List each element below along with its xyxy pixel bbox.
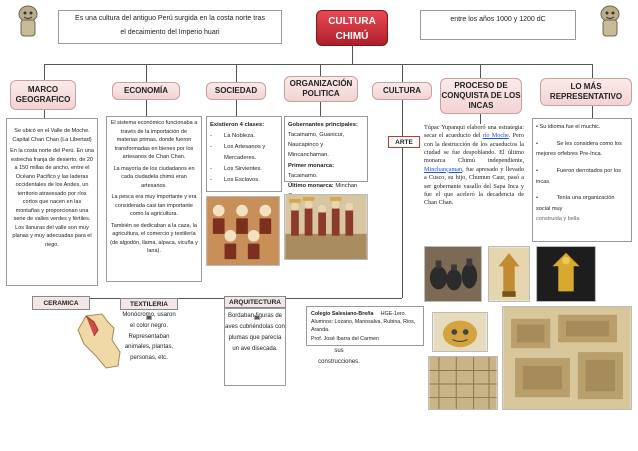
arquitectura-label: ARQUITECTURA	[224, 296, 286, 308]
proceso-conquista-box: Túpac Yupanqui elaboró una estrategia: s…	[424, 124, 524, 242]
textileria-swatch	[146, 315, 152, 320]
proceso-text-2: . Pero con la destrucción de los acueduc…	[424, 132, 525, 165]
representativo-box: • Su idioma fue el muchic. • Se les cons…	[532, 118, 632, 242]
representativo-item: • Tenía una organización social muy	[536, 195, 615, 212]
intro-box: Es una cultura del antiguo Perú surgida …	[58, 10, 282, 44]
textileria-label: TEXTILERIA	[120, 298, 178, 310]
header-marco-geografico: MARCO GEOGRAFICO	[10, 80, 76, 110]
sociedad-class-item: -Los Sirvientes.	[210, 166, 263, 172]
sociedad-class-item: -Los Esclavos.	[210, 177, 260, 183]
economia-box: El sistema económico funcionaba a través…	[106, 116, 202, 282]
economia-p4: También se dedicaban a la caza, la agric…	[110, 222, 198, 255]
header-sociedad: SOCIEDAD	[206, 82, 266, 100]
credits-school: Colegio Salesiano-Breña	[311, 311, 374, 317]
sociedad-class-item: -La Nobleza.	[210, 133, 255, 139]
link-rio-moche[interactable]: río Moche	[482, 132, 509, 140]
title-line2: CHIMÚ	[335, 31, 369, 42]
header-organizacion-politica: ORGANIZACIÓN POLITICA	[284, 76, 358, 102]
chimu-figure-icon	[18, 5, 38, 37]
header-lo-mas-representativo: LO MÁS REPRESENTATIVO	[540, 78, 632, 106]
ceramica-label: CERAMICA	[32, 296, 90, 310]
construcciones-box: sus construcciones.	[308, 346, 370, 382]
economia-p1: El sistema económico funcionaba a través…	[110, 120, 198, 161]
sociedad-intro: Existieron 4 clases:	[210, 122, 265, 128]
date-text: entre los años 1000 y 1200 dC	[450, 16, 546, 23]
chimu-mask-icon	[432, 312, 488, 352]
header-economia: ECONOMÍA	[112, 82, 180, 100]
arte-label: ARTE	[388, 136, 420, 148]
sociedad-box: Existieron 4 clases: -La Nobleza. -Los A…	[206, 116, 282, 192]
economia-p3: La pesca era muy importante y era consid…	[111, 194, 197, 218]
primer-monarca-label: Primer monarca:	[288, 162, 335, 169]
title-line1: CULTURA	[328, 16, 376, 27]
representativo-item: • Se les considera como los mejores orfe…	[536, 140, 622, 158]
organizacion-box: Gobernantes principales: Tacainamo, Guan…	[284, 116, 368, 199]
header-proceso-conquista: PROCESO DE CONQUISTA DE LOS INCAS	[440, 78, 522, 114]
date-box: entre los años 1000 y 1200 dC	[420, 10, 576, 40]
chimu-textile-image	[206, 196, 280, 266]
arquitectura-swatch	[254, 315, 260, 320]
chan-chan-ruins-image	[502, 306, 632, 410]
economia-p2: La mayoría de los ciudadanos en cada ciu…	[113, 165, 195, 189]
credits-teacher: Prof. José Ibarra del Carmen	[311, 335, 380, 342]
marco-p2: En la costa norte del Perú. En una estre…	[10, 148, 94, 248]
credits-grade: HGE-1ero.	[380, 311, 407, 317]
marco-geografico-box: Se ubicó en el Valle de Moche. Capital C…	[6, 118, 98, 286]
chimu-people-image	[284, 194, 368, 260]
representativo-item: • Fueron derrotados por los incas.	[536, 167, 621, 185]
chimu-tumi-image	[488, 246, 530, 302]
proceso-text-3: , fue apresado y llevado a Cusco, su hij…	[424, 165, 524, 207]
marco-p1: Se ubicó en el Valle de Moche. Capital C…	[12, 128, 92, 143]
credits-students: Alumnos: Lozano, Manosalva, Rubina, Rios…	[311, 319, 416, 334]
header-cultura: CULTURA	[372, 82, 432, 100]
intro-line2: el decaimiento del Imperio huari	[120, 29, 220, 37]
primer-monarca: Tacainamo.	[288, 172, 318, 179]
peru-map-icon	[77, 313, 121, 369]
organizacion-rulers: Tacainamo, Guanicur, Naucapinco y Mincan…	[288, 132, 345, 159]
chimu-figure-icon	[600, 5, 620, 37]
proceso-text-1: Túpac Yupanqui elaboró una estrategia: s…	[424, 124, 524, 140]
chimu-chan-chan-image	[536, 246, 596, 302]
chimu-ceramic-image	[424, 246, 482, 302]
title-box: CULTURA CHIMÚ	[316, 10, 388, 46]
partial-text-construcciones: construcciones.	[318, 358, 360, 365]
organizacion-label: Gobernantes principales:	[288, 122, 358, 128]
representativo-item: • Su idioma fue el muchic.	[536, 124, 601, 130]
credits-box: Colegio Salesiano-Breña HGE-1ero. Alumno…	[306, 306, 424, 346]
sociedad-class-item: -Los Artesanos y Mercaderes.	[210, 144, 266, 161]
ultimo-monarca-label: Último monarca:	[288, 182, 334, 189]
partial-text-sus: sus	[334, 348, 344, 354]
chan-chan-wall-image	[428, 356, 498, 410]
intro-line1: Es una cultura del antiguo Perú surgida …	[75, 15, 265, 22]
link-minchancaman[interactable]: Minchançaman	[424, 165, 463, 173]
representativo-cutoff: construida y bella	[536, 216, 580, 223]
